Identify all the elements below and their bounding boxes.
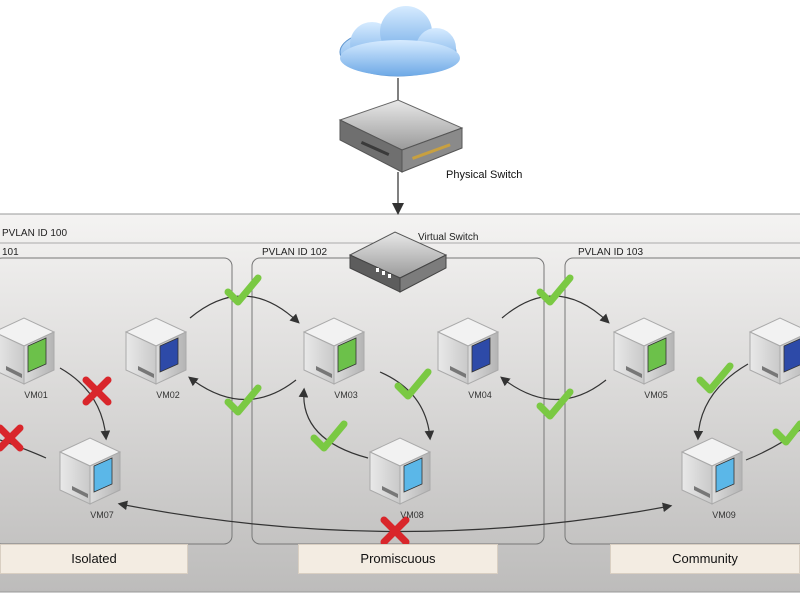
vm-icon: VM05 xyxy=(612,317,676,400)
vm-label: VM02 xyxy=(156,390,180,400)
check-icon xyxy=(536,274,574,306)
promiscuous-tab: Promiscuous xyxy=(298,544,498,574)
check-icon xyxy=(310,420,348,452)
vm-icon xyxy=(748,317,800,385)
pvlan-101-label: 101 xyxy=(2,247,19,258)
vm-label: VM08 xyxy=(400,510,424,520)
physical-switch-label: Physical Switch xyxy=(446,169,522,181)
check-icon xyxy=(394,368,432,400)
vm-icon: VM04 xyxy=(436,317,500,400)
vm-icon: VM01 xyxy=(0,317,56,400)
vm-icon: VM03 xyxy=(302,317,366,400)
virtual-switch-label: Virtual Switch xyxy=(418,232,478,243)
x-icon xyxy=(380,516,410,546)
pvlan-102-label: PVLAN ID 102 xyxy=(262,247,327,258)
isolated-tab: Isolated xyxy=(0,544,188,574)
pvlan-100-label: PVLAN ID 100 xyxy=(2,228,67,239)
vm-label: VM01 xyxy=(24,390,48,400)
arrow-vm03-to-vm08 xyxy=(379,371,435,441)
check-icon xyxy=(224,274,262,306)
physical-switch-icon xyxy=(338,99,464,173)
community-tab: Community xyxy=(610,544,800,574)
vm-icon: VM08 xyxy=(368,437,432,520)
vm-label: VM07 xyxy=(90,510,114,520)
vm-label: VM03 xyxy=(334,390,358,400)
vm-icon: VM02 xyxy=(124,317,188,400)
vm-label: VM04 xyxy=(468,390,492,400)
check-icon xyxy=(224,384,262,416)
arrow-vm08-to-vm03 xyxy=(298,387,369,459)
pvlan-103-label: PVLAN ID 103 xyxy=(578,247,643,258)
cloud-icon xyxy=(339,6,460,77)
vm-icon: VM09 xyxy=(680,437,744,520)
arrow-vm06-to-vm09 xyxy=(693,363,749,441)
check-icon xyxy=(772,420,800,446)
check-icon xyxy=(696,362,734,394)
vm-icon: VM07 xyxy=(58,437,122,520)
allowed-marks xyxy=(224,274,800,452)
virtual-switch-icon xyxy=(348,231,448,293)
arrow-vm05-to-vm04 xyxy=(500,376,607,401)
x-icon xyxy=(0,424,24,452)
vm-label: VM09 xyxy=(712,510,736,520)
vm-label: VM05 xyxy=(644,390,668,400)
check-icon xyxy=(536,388,574,420)
x-icon xyxy=(82,376,112,406)
denied-marks xyxy=(0,376,410,546)
